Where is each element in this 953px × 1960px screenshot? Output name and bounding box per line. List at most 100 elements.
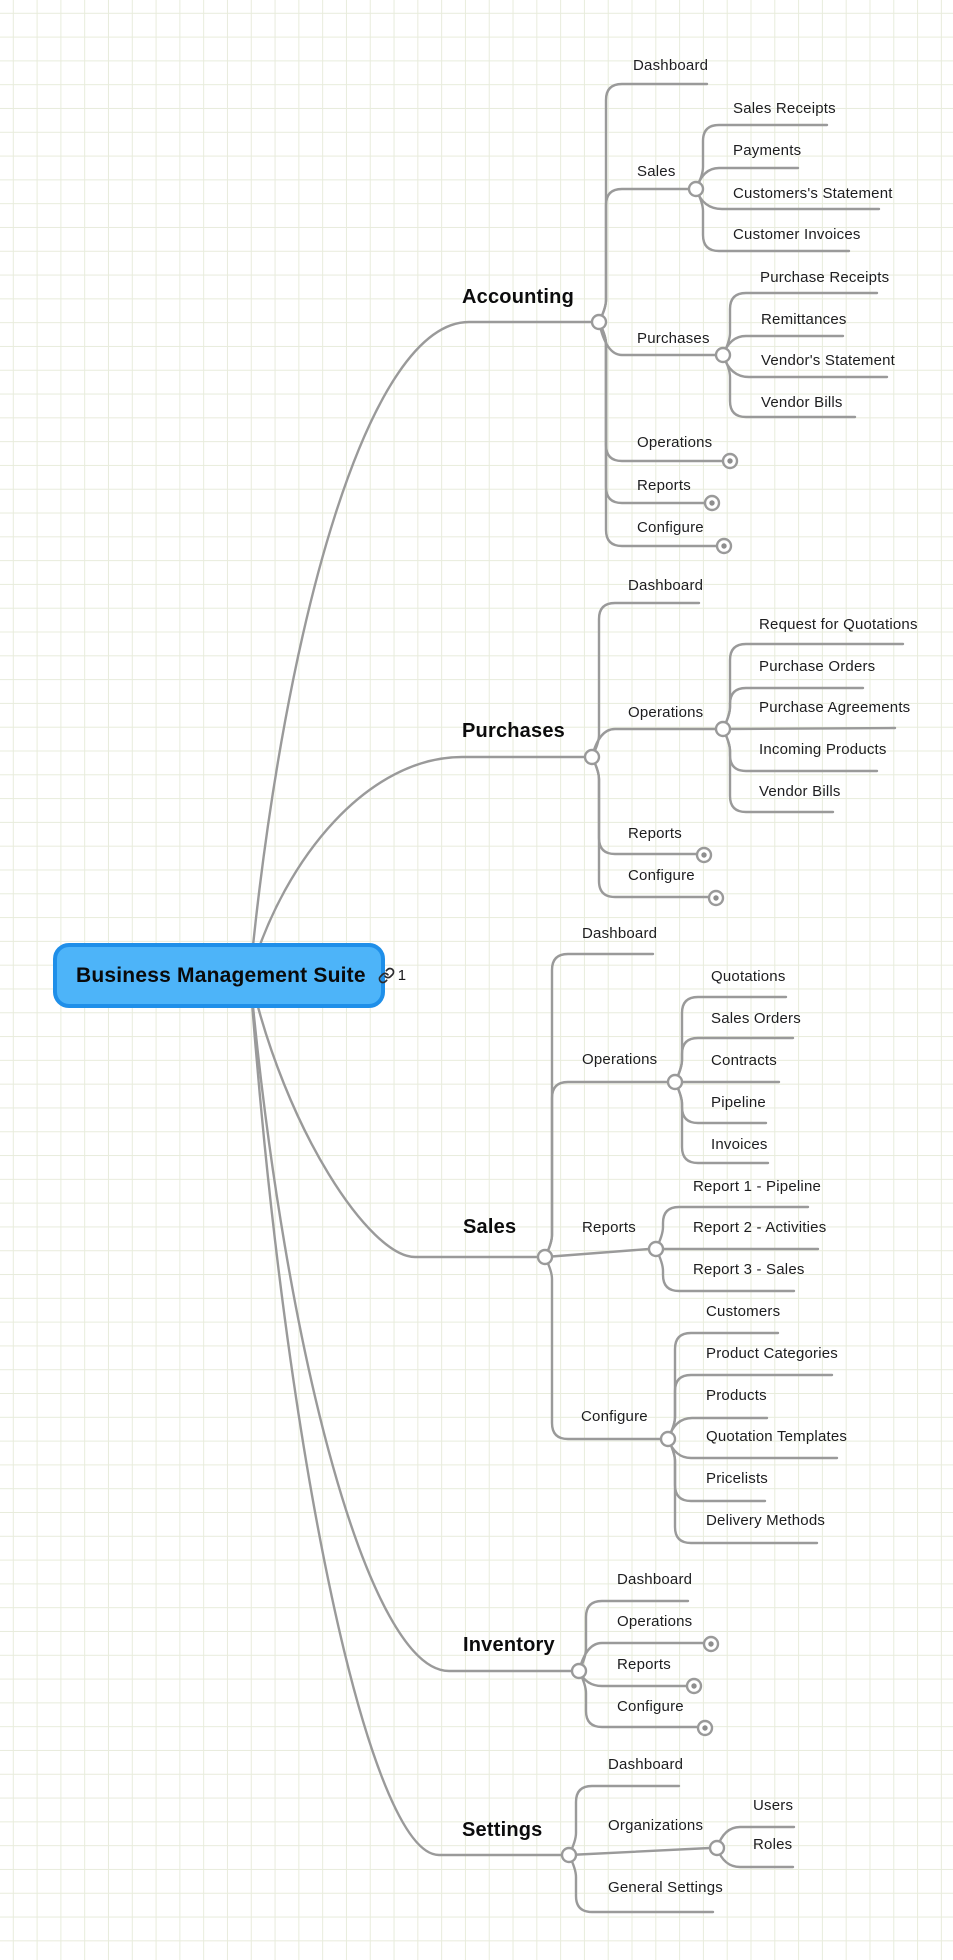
connector-curve — [597, 187, 691, 324]
node-label[interactable]: Vendor Bills — [761, 394, 843, 411]
junction-dot[interactable] — [659, 1430, 677, 1448]
connector-curve — [543, 1080, 670, 1259]
node-label[interactable]: Report 3 - Sales — [693, 1261, 805, 1278]
connector-curve — [567, 1846, 712, 1857]
junction-dot[interactable] — [687, 180, 705, 198]
branch-label[interactable]: Sales — [463, 1216, 517, 1238]
junction-dot[interactable] — [647, 1240, 665, 1258]
node-label[interactable]: Dashboard — [633, 57, 709, 74]
node-label[interactable]: Users — [753, 1797, 794, 1814]
node-label[interactable]: Reports — [628, 825, 682, 842]
root-node[interactable]: Business Management Suite 1 — [53, 943, 406, 1008]
collapsed-node-dot — [708, 1641, 714, 1647]
node-label[interactable]: Reports — [617, 1656, 671, 1673]
junction-dot[interactable] — [714, 720, 732, 738]
branch-label[interactable]: Purchases — [462, 720, 565, 742]
link-icon — [378, 967, 395, 984]
connector-curve — [577, 1669, 688, 1688]
node-label[interactable]: Customers's Statement — [733, 185, 893, 202]
node-label[interactable]: Reports — [582, 1219, 636, 1236]
root-node-label: Business Management Suite — [76, 963, 366, 987]
connector-curve — [590, 755, 710, 899]
connector-curve — [673, 1080, 770, 1165]
node-label[interactable]: Organizations — [608, 1817, 704, 1834]
node-label[interactable]: Customers — [706, 1303, 781, 1320]
node-label[interactable]: Roles — [753, 1836, 793, 1853]
node-label[interactable]: Customer Invoices — [733, 226, 861, 243]
connector-curve — [567, 1784, 681, 1857]
node-label[interactable]: Incoming Products — [759, 741, 887, 758]
junction-dot[interactable] — [536, 1248, 554, 1266]
connector-curve — [721, 353, 857, 419]
node-label[interactable]: Report 2 - Activities — [693, 1219, 827, 1236]
connector-curve — [597, 320, 718, 548]
junction-dot[interactable] — [570, 1662, 588, 1680]
connector-curve — [543, 1247, 651, 1259]
connector-curve — [543, 1255, 663, 1441]
connector-curve — [597, 82, 709, 324]
node-label[interactable]: Quotation Templates — [706, 1428, 848, 1445]
node-label[interactable]: Sales Orders — [711, 1010, 801, 1027]
branch-label[interactable]: Settings — [462, 1819, 543, 1841]
branch-curve — [248, 755, 594, 977]
node-label[interactable]: Sales — [637, 163, 676, 180]
node-label[interactable]: Operations — [637, 434, 713, 451]
connector-curve — [721, 642, 905, 731]
node-label[interactable]: Purchase Receipts — [760, 269, 890, 286]
node-label[interactable]: Operations — [582, 1051, 658, 1068]
branch-label[interactable]: Accounting — [462, 286, 574, 308]
node-label[interactable]: Products — [706, 1387, 767, 1404]
node-label[interactable]: Quotations — [711, 968, 786, 985]
connector-curve — [590, 601, 701, 759]
junction-dot[interactable] — [560, 1846, 578, 1864]
node-label[interactable]: Configure — [628, 867, 695, 884]
connector-curve — [567, 1853, 715, 1914]
node-label[interactable]: Purchases — [637, 330, 710, 347]
branch-label[interactable]: Inventory — [463, 1634, 555, 1656]
node-label[interactable]: Contracts — [711, 1052, 777, 1069]
junction-dot[interactable] — [590, 313, 608, 331]
node-label[interactable]: Dashboard — [617, 1571, 693, 1588]
connector-curve — [543, 952, 655, 1259]
collapsed-node-dot — [702, 1725, 708, 1731]
collapsed-node-dot — [713, 895, 719, 901]
branch-curve — [248, 973, 547, 1259]
node-label[interactable]: Configure — [617, 1698, 684, 1715]
node-label[interactable]: Delivery Methods — [706, 1512, 826, 1529]
node-label[interactable]: Remittances — [761, 311, 847, 328]
node-label[interactable]: Purchase Orders — [759, 658, 876, 675]
junction-dot[interactable] — [666, 1073, 684, 1091]
branch-curve — [248, 320, 601, 977]
node-label[interactable]: Request for Quotations — [759, 616, 918, 633]
node-label[interactable]: Reports — [637, 477, 691, 494]
node-label[interactable]: Operations — [617, 1613, 693, 1630]
node-label[interactable]: Configure — [637, 519, 704, 536]
collapsed-node-dot — [701, 852, 707, 858]
node-label[interactable]: Operations — [628, 704, 704, 721]
node-label[interactable]: General Settings — [608, 1879, 723, 1896]
connector-curve — [721, 727, 835, 814]
connector-curve — [694, 187, 851, 253]
junction-dot[interactable] — [714, 346, 732, 364]
node-label[interactable]: Dashboard — [608, 1756, 684, 1773]
junction-dot[interactable] — [708, 1839, 726, 1857]
node-label[interactable]: Payments — [733, 142, 802, 159]
junction-dot[interactable] — [583, 748, 601, 766]
node-label[interactable]: Dashboard — [582, 925, 658, 942]
node-label[interactable]: Vendor Bills — [759, 783, 841, 800]
collapsed-node-dot — [721, 543, 727, 549]
node-label[interactable]: Purchase Agreements — [759, 699, 911, 716]
collapsed-node-dot — [709, 500, 715, 506]
link-badge[interactable]: 1 — [378, 967, 406, 984]
node-label[interactable]: Configure — [581, 1408, 648, 1425]
node-label[interactable]: Pipeline — [711, 1094, 766, 1111]
node-label[interactable]: Pricelists — [706, 1470, 769, 1487]
node-label[interactable]: Report 1 - Pipeline — [693, 1178, 822, 1195]
node-label[interactable]: Invoices — [711, 1136, 768, 1153]
connector-curve — [654, 1205, 810, 1251]
node-label[interactable]: Vendor's Statement — [761, 352, 896, 369]
node-label[interactable]: Product Categories — [706, 1345, 839, 1362]
node-label[interactable]: Sales Receipts — [733, 100, 836, 117]
node-label[interactable]: Dashboard — [628, 577, 704, 594]
